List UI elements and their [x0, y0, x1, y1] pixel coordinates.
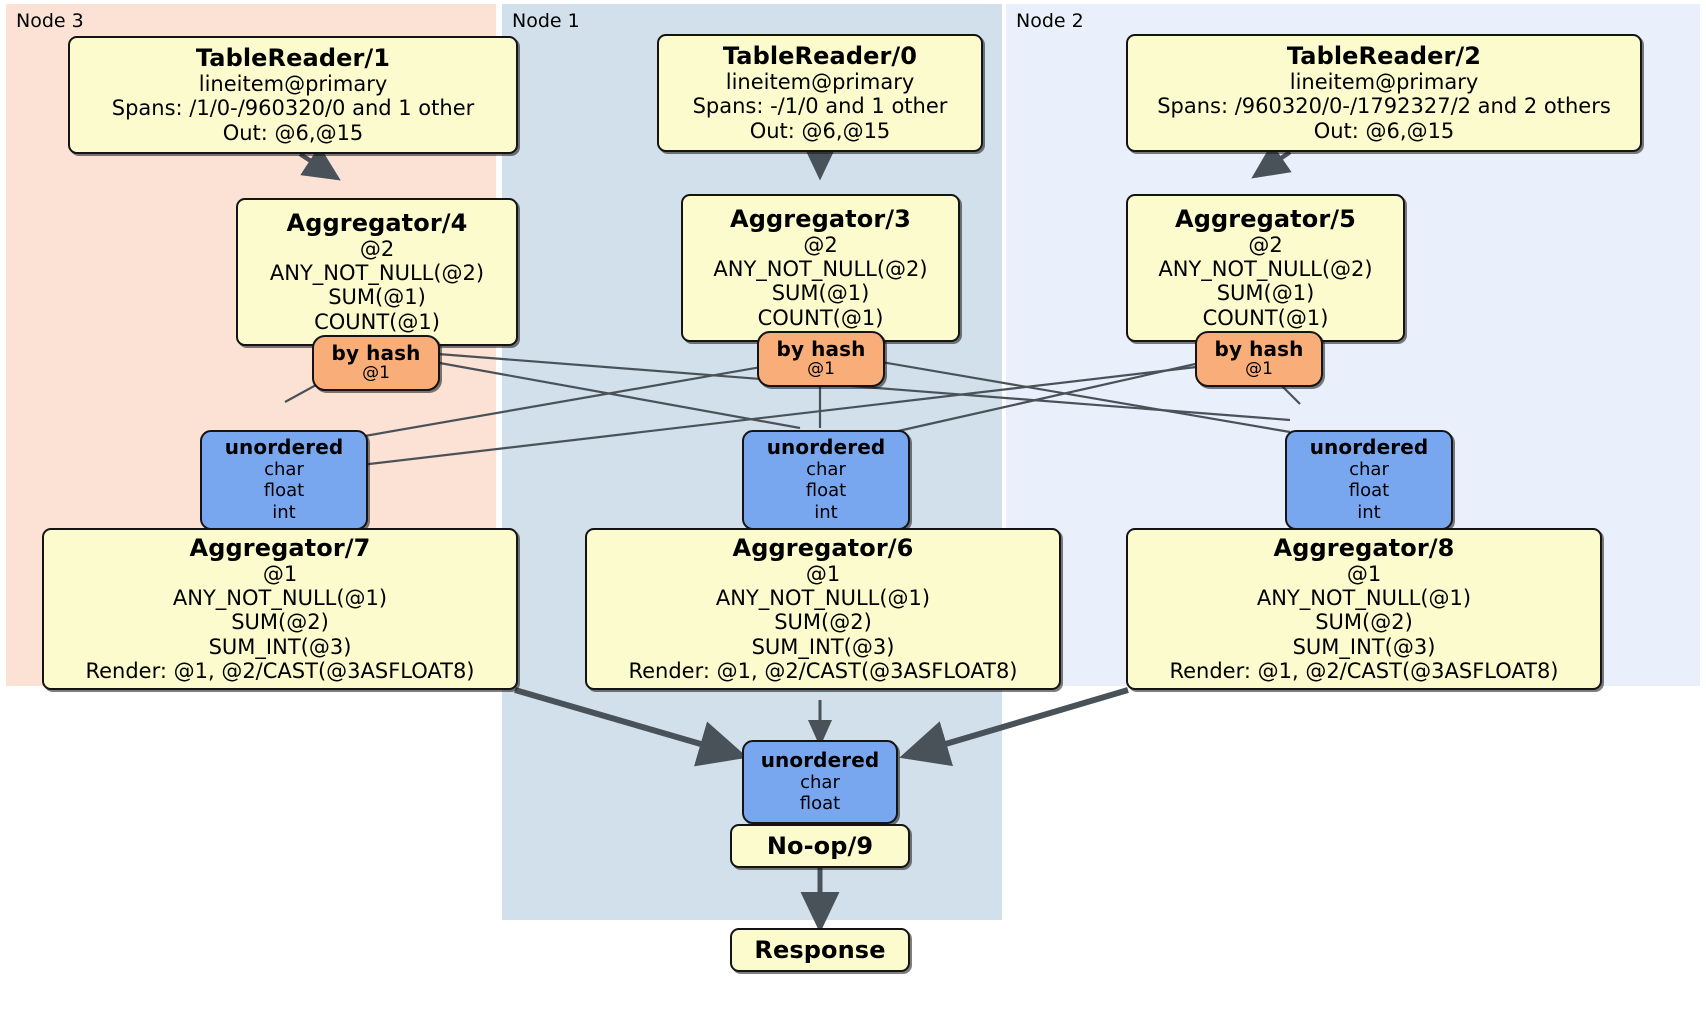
- processor-func: COUNT(@1): [757, 305, 884, 330]
- processor-func: ANY_NOT_NULL(@1): [1256, 585, 1472, 610]
- processor-func: SUM_INT(@3): [208, 634, 352, 659]
- processor-aggregator-8[interactable]: Aggregator/8 @1 ANY_NOT_NULL(@1) SUM(@2)…: [1126, 528, 1602, 690]
- node-panel-label-node1: Node 1: [512, 10, 580, 32]
- processor-group: @2: [1248, 232, 1283, 257]
- processor-title: Aggregator/4: [286, 208, 468, 237]
- synchronizer-type: char: [800, 771, 840, 793]
- processor-group: @1: [262, 561, 298, 586]
- synchronizer-title: unordered: [224, 435, 344, 460]
- processor-table: lineitem@primary: [198, 71, 388, 96]
- router-title: by hash: [1214, 336, 1304, 361]
- processor-title: Aggregator/7: [189, 533, 371, 562]
- synchronizer-title: unordered: [760, 748, 880, 773]
- synchronizer-type: int: [1357, 501, 1381, 523]
- processor-table: lineitem@primary: [1289, 69, 1479, 94]
- processor-spans: Spans: /960320/0-/1792327/2 and 2 others: [1157, 94, 1611, 119]
- processor-func: SUM_INT(@3): [751, 634, 895, 659]
- processor-title: Aggregator/8: [1273, 533, 1455, 562]
- router-title: by hash: [331, 340, 421, 365]
- processor-aggregator-5[interactable]: Aggregator/5 @2 ANY_NOT_NULL(@2) SUM(@1)…: [1126, 194, 1405, 342]
- processor-aggregator-7[interactable]: Aggregator/7 @1 ANY_NOT_NULL(@1) SUM(@2)…: [42, 528, 518, 690]
- processor-aggregator-3[interactable]: Aggregator/3 @2 ANY_NOT_NULL(@2) SUM(@1)…: [681, 194, 960, 342]
- processor-group: @2: [803, 232, 838, 257]
- synchronizer-type: float: [799, 793, 841, 815]
- processor-spans: Spans: /1/0-/960320/0 and 1 other: [111, 96, 475, 121]
- synchronizer-title: unordered: [1309, 435, 1429, 460]
- processor-render: Render: @1, @2/CAST(@3ASFLOAT8): [1169, 658, 1559, 683]
- processor-func: ANY_NOT_NULL(@2): [713, 257, 928, 282]
- processor-group: @1: [805, 561, 841, 586]
- processor-title: Aggregator/6: [732, 533, 914, 562]
- synchronizer-type: float: [1348, 480, 1390, 502]
- synchronizer-unordered-6[interactable]: unordered char float int: [742, 430, 910, 530]
- router-key: @1: [1245, 359, 1273, 380]
- processor-render: Render: @1, @2/CAST(@3ASFLOAT8): [85, 658, 475, 683]
- processor-noop-9[interactable]: No-op/9: [730, 824, 910, 868]
- response-title: Response: [754, 935, 886, 964]
- processor-aggregator-4[interactable]: Aggregator/4 @2 ANY_NOT_NULL(@2) SUM(@1)…: [236, 198, 518, 346]
- processor-tablereader-1[interactable]: TableReader/1 lineitem@primary Spans: /1…: [68, 36, 518, 154]
- processor-func: ANY_NOT_NULL(@1): [715, 585, 931, 610]
- processor-func: SUM(@1): [1216, 281, 1315, 306]
- processor-out: Out: @6,@15: [1313, 118, 1455, 143]
- processor-title: Aggregator/5: [1175, 204, 1356, 233]
- processor-func: SUM(@2): [231, 610, 329, 635]
- processor-title: Aggregator/3: [730, 204, 911, 233]
- processor-func: ANY_NOT_NULL(@2): [269, 261, 485, 286]
- processor-func: SUM(@1): [328, 285, 426, 310]
- processor-func: COUNT(@1): [1202, 305, 1329, 330]
- processor-func: SUM(@1): [771, 281, 870, 306]
- router-title: by hash: [776, 336, 866, 361]
- router-by-hash-4[interactable]: by hash @1: [312, 335, 440, 391]
- processor-render: Render: @1, @2/CAST(@3ASFLOAT8): [628, 658, 1018, 683]
- processor-tablereader-2[interactable]: TableReader/2 lineitem@primary Spans: /9…: [1126, 34, 1642, 152]
- router-key: @1: [362, 363, 390, 384]
- synchronizer-unordered-7[interactable]: unordered char float int: [200, 430, 368, 530]
- processor-aggregator-6[interactable]: Aggregator/6 @1 ANY_NOT_NULL(@1) SUM(@2)…: [585, 528, 1061, 690]
- processor-func: ANY_NOT_NULL(@1): [172, 585, 388, 610]
- processor-func: COUNT(@1): [314, 309, 440, 334]
- processor-out: Out: @6,@15: [749, 118, 891, 143]
- node-panel-label-node3: Node 3: [16, 10, 84, 32]
- synchronizer-title: unordered: [766, 435, 886, 460]
- processor-title: TableReader/0: [722, 42, 918, 71]
- synchronizer-type: int: [272, 501, 296, 523]
- processor-spans: Spans: -/1/0 and 1 other: [692, 94, 948, 119]
- synchronizer-type: float: [805, 480, 847, 502]
- processor-title: TableReader/1: [195, 44, 391, 73]
- router-by-hash-5[interactable]: by hash @1: [1195, 331, 1323, 387]
- synchronizer-type: char: [806, 458, 846, 480]
- processor-group: @2: [359, 236, 395, 261]
- synchronizer-type: int: [814, 501, 838, 523]
- synchronizer-type: char: [264, 458, 304, 480]
- synchronizer-type: float: [263, 480, 305, 502]
- response-node[interactable]: Response: [730, 928, 910, 972]
- synchronizer-type: char: [1349, 458, 1389, 480]
- processor-title: No-op/9: [766, 831, 874, 860]
- processor-title: TableReader/2: [1286, 42, 1482, 71]
- synchronizer-unordered-final[interactable]: unordered char float: [742, 740, 898, 824]
- processor-func: SUM_INT(@3): [1292, 634, 1436, 659]
- synchronizer-unordered-8[interactable]: unordered char float int: [1285, 430, 1453, 530]
- node-panel-label-node2: Node 2: [1016, 10, 1084, 32]
- processor-func: SUM(@2): [1315, 610, 1413, 635]
- processor-func: SUM(@2): [774, 610, 872, 635]
- router-by-hash-3[interactable]: by hash @1: [757, 331, 885, 387]
- processor-out: Out: @6,@15: [222, 120, 364, 145]
- processor-group: @1: [1346, 561, 1382, 586]
- processor-tablereader-0[interactable]: TableReader/0 lineitem@primary Spans: -/…: [657, 34, 983, 152]
- processor-func: ANY_NOT_NULL(@2): [1158, 257, 1373, 282]
- router-key: @1: [807, 359, 835, 380]
- processor-table: lineitem@primary: [725, 69, 915, 94]
